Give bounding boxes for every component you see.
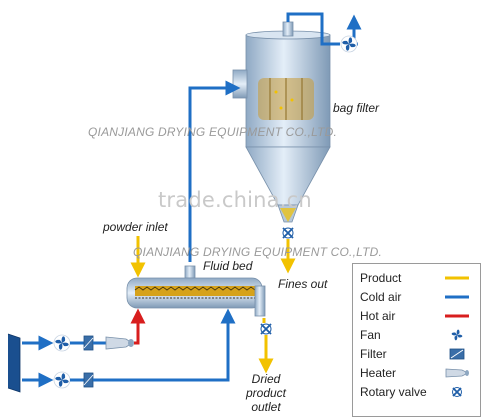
rotary-valve-icon (452, 387, 462, 397)
cold-air-line-lower-c (93, 308, 236, 382)
legend-label-product: Product (360, 271, 402, 285)
legend-item-filter: Filter (360, 345, 475, 363)
dried-product-outlet-line-1: Dried (251, 372, 281, 386)
legend-item-hot-air: Hot air (360, 307, 475, 325)
legend-label-heater: Heater (360, 366, 397, 380)
air-to-bag-filter-line (188, 80, 241, 262)
legend: Product Cold air Hot air Fan Filter Heat… (352, 263, 481, 417)
inlet-filter-upper (7, 333, 21, 393)
watermark-company-top: QIANJIANG DRYING EQUIPMENT CO.,LTD. (88, 125, 338, 139)
heater-icon (105, 336, 134, 350)
bag-filter-rotary-valve-icon (282, 227, 294, 239)
heater-icon (445, 368, 469, 378)
watermark-company-middle: QIANJIANG DRYING EQUIPMENT CO.,LTD. (133, 245, 383, 259)
fan-icon (451, 329, 463, 341)
dried-product-outlet-line-3: outlet (251, 400, 281, 414)
legend-label-filter: Filter (360, 347, 387, 361)
filter-lower-icon (83, 372, 94, 388)
legend-label-cold-air: Cold air (360, 290, 402, 304)
legend-item-heater: Heater (360, 364, 475, 382)
filter-icon (449, 348, 465, 360)
legend-item-rotary-valve: Rotary valve (360, 383, 475, 401)
legend-label-hot-air: Hot air (360, 309, 396, 323)
fluid-bed-label: Fluid bed (203, 259, 253, 273)
bag-filter-label: bag filter (333, 101, 380, 115)
legend-label-fan: Fan (360, 328, 381, 342)
product-outlet-rotary-valve-icon (260, 323, 272, 335)
filter-upper-icon (83, 335, 94, 351)
powder-inlet-label: powder inlet (103, 220, 168, 234)
fluid-bed (126, 265, 266, 317)
supply-fan-lower-icon (53, 371, 71, 389)
hot-air-line-icon (445, 314, 469, 318)
dried-product-outlet-line-2: product (245, 386, 287, 400)
exhaust-fan-icon (340, 35, 358, 53)
supply-fan-upper-icon (53, 334, 71, 352)
legend-item-product: Product (360, 269, 475, 287)
fines-out-label: Fines out (278, 277, 328, 291)
dried-product-outlet-label: Dried product outlet (236, 372, 296, 414)
legend-item-fan: Fan (360, 326, 475, 344)
hot-air-line (130, 308, 146, 345)
legend-item-cold-air: Cold air (360, 288, 475, 306)
product-line-icon (445, 276, 469, 280)
watermark-site: trade.china.cn (158, 188, 312, 212)
bag-filter (232, 21, 331, 223)
cold-air-line-icon (445, 295, 469, 299)
legend-label-rotary-valve: Rotary valve (360, 385, 427, 399)
